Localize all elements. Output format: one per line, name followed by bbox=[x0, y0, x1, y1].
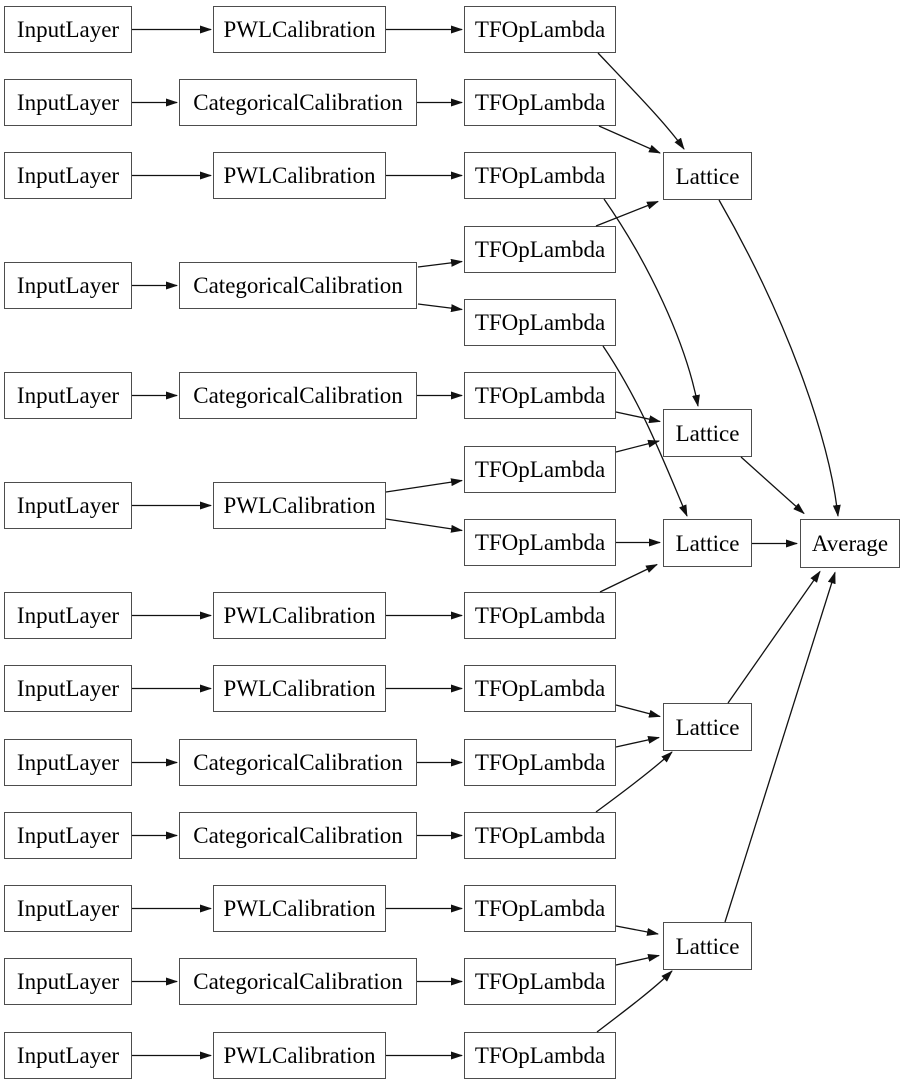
node-tfop-2: TFOpLambda bbox=[464, 79, 616, 126]
node-pwlcal-13: PWLCalibration bbox=[213, 1032, 386, 1079]
node-input-6: InputLayer bbox=[4, 482, 132, 529]
edge-tfop-7-lattice-3 bbox=[599, 563, 658, 593]
edge-tfop-4a-lattice-1 bbox=[595, 200, 659, 227]
node-catcal-2: CategoricalCalibration bbox=[179, 79, 417, 126]
node-lattice-2: Lattice bbox=[663, 409, 752, 457]
edge-pwlcal-6-tfop-6b bbox=[385, 518, 463, 533]
node-tfop-5: TFOpLambda bbox=[464, 372, 616, 419]
node-tfop-4a: TFOpLambda bbox=[464, 226, 616, 273]
node-input-11: InputLayer bbox=[4, 885, 132, 932]
node-input-10: InputLayer bbox=[4, 812, 132, 859]
node-tfop-7: TFOpLambda bbox=[464, 592, 616, 639]
edge-tfop-11-lattice-5 bbox=[615, 925, 659, 936]
edge-tfop-9-lattice-4 bbox=[615, 735, 660, 748]
edge-tfop-6a-lattice-2 bbox=[615, 439, 660, 453]
edge-catcal-4-tfop-4a bbox=[417, 258, 463, 268]
node-input-9: InputLayer bbox=[4, 739, 132, 786]
node-average: Average bbox=[800, 519, 900, 568]
edge-lattice-2-average bbox=[740, 456, 805, 515]
edge-tfop-3-lattice-2 bbox=[603, 198, 700, 407]
node-tfop-9: TFOpLambda bbox=[464, 739, 616, 786]
node-input-2: InputLayer bbox=[4, 79, 132, 126]
node-catcal-5: CategoricalCalibration bbox=[179, 372, 417, 419]
node-tfop-11: TFOpLambda bbox=[464, 885, 616, 932]
node-catcal-12: CategoricalCalibration bbox=[179, 958, 417, 1005]
node-input-1: InputLayer bbox=[4, 6, 132, 53]
node-catcal-4: CategoricalCalibration bbox=[179, 262, 417, 309]
node-lattice-3: Lattice bbox=[663, 519, 752, 567]
node-pwlcal-11: PWLCalibration bbox=[213, 885, 386, 932]
edge-tfop-5-lattice-2 bbox=[615, 411, 661, 424]
node-tfop-1: TFOpLambda bbox=[464, 6, 616, 53]
node-lattice-5: Lattice bbox=[663, 922, 752, 970]
edge-tfop-12-lattice-5 bbox=[615, 953, 660, 966]
node-input-4: InputLayer bbox=[4, 262, 132, 309]
node-catcal-10: CategoricalCalibration bbox=[179, 812, 417, 859]
node-pwlcal-6: PWLCalibration bbox=[213, 482, 386, 529]
node-catcal-9: CategoricalCalibration bbox=[179, 739, 417, 786]
node-input-3: InputLayer bbox=[4, 152, 132, 199]
node-input-7: InputLayer bbox=[4, 592, 132, 639]
node-pwlcal-8: PWLCalibration bbox=[213, 665, 386, 712]
node-lattice-4: Lattice bbox=[663, 703, 752, 751]
edge-lattice-4-average bbox=[727, 570, 821, 704]
node-input-5: InputLayer bbox=[4, 372, 132, 419]
node-tfop-4b: TFOpLambda bbox=[464, 299, 616, 346]
edge-pwlcal-6-tfop-6a bbox=[385, 478, 463, 493]
node-tfop-6b: TFOpLambda bbox=[464, 519, 616, 566]
node-input-8: InputLayer bbox=[4, 665, 132, 712]
node-tfop-6a: TFOpLambda bbox=[464, 446, 616, 493]
edge-tfop-8-lattice-4 bbox=[615, 704, 661, 718]
node-input-13: InputLayer bbox=[4, 1032, 132, 1079]
node-input-12: InputLayer bbox=[4, 958, 132, 1005]
edge-tfop-2-lattice-1 bbox=[598, 125, 661, 154]
node-tfop-13: TFOpLambda bbox=[464, 1032, 616, 1079]
node-lattice-1: Lattice bbox=[663, 152, 752, 200]
node-tfop-12: TFOpLambda bbox=[464, 958, 616, 1005]
node-pwlcal-3: PWLCalibration bbox=[213, 152, 386, 199]
node-tfop-3: TFOpLambda bbox=[464, 152, 616, 199]
edge-catcal-4-tfop-4b bbox=[417, 303, 463, 313]
node-pwlcal-7: PWLCalibration bbox=[213, 592, 386, 639]
edge-lattice-1-average bbox=[718, 199, 841, 517]
node-tfop-10: TFOpLambda bbox=[464, 812, 616, 859]
node-tfop-8: TFOpLambda bbox=[464, 665, 616, 712]
node-pwlcal-1: PWLCalibration bbox=[213, 6, 386, 53]
